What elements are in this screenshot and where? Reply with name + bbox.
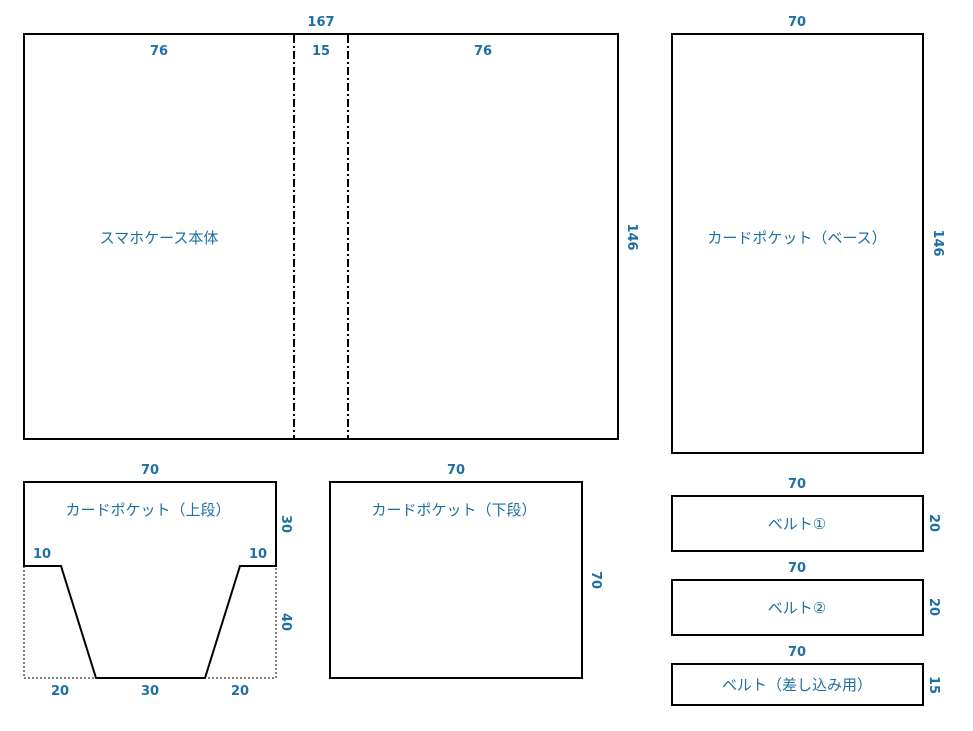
belt2-title: ベルト② — [768, 599, 826, 617]
body-left-panel-label: 76 — [150, 44, 168, 59]
card-base-title: カードポケット（ベース） — [707, 229, 886, 247]
card-upper-bottom-left-label: 20 — [51, 684, 69, 699]
body-spine-label: 15 — [312, 44, 330, 59]
belt-1: 70 20 ベルト① — [671, 477, 941, 552]
belt2-width-label: 70 — [788, 561, 806, 576]
card-upper-bottom-middle-label: 30 — [141, 684, 159, 699]
card-lower-outline — [329, 481, 583, 679]
card-upper-width-label: 70 — [141, 463, 159, 478]
belt1-outline — [671, 495, 924, 552]
card-base-width-label: 70 — [788, 15, 806, 30]
card-pocket-upper: 70 カードポケット（上段） 10 10 30 40 20 30 20 — [23, 463, 293, 699]
card-base-height-label: 146 — [930, 229, 945, 256]
card-upper-title: カードポケット（上段） — [65, 501, 230, 519]
card-upper-outline — [23, 481, 277, 679]
card-upper-cut-height-label: 40 — [278, 613, 293, 631]
belt2-height-label: 20 — [926, 598, 941, 616]
card-upper-bottom-right-label: 20 — [231, 684, 249, 699]
belt2-outline — [671, 579, 924, 636]
belt3-height-label: 15 — [926, 676, 941, 694]
belt1-height-label: 20 — [926, 514, 941, 532]
card-lower-width-label: 70 — [447, 463, 465, 478]
card-pocket-base: 70 146 カードポケット（ベース） — [671, 15, 945, 454]
belt3-width-label: 70 — [788, 645, 806, 660]
card-upper-right-tab-label: 10 — [249, 547, 267, 562]
body-width-label: 167 — [307, 15, 334, 30]
body-right-panel-label: 76 — [474, 44, 492, 59]
card-upper-cut-guide — [23, 566, 277, 679]
belt3-outline — [671, 663, 924, 706]
body-piece-title: スマホケース本体 — [100, 229, 219, 247]
card-lower-height-label: 70 — [588, 571, 603, 589]
card-upper-top-height-label: 30 — [278, 515, 293, 533]
body-piece-outline — [23, 33, 619, 440]
body-height-label: 146 — [624, 223, 639, 250]
belt1-width-label: 70 — [788, 477, 806, 492]
body-piece: 167 76 15 76 146 スマホケース本体 — [23, 15, 639, 440]
belt1-title: ベルト① — [768, 515, 826, 533]
card-pocket-lower: 70 70 カードポケット（下段） — [329, 463, 603, 679]
card-base-outline — [671, 33, 924, 454]
belt-2: 70 20 ベルト② — [671, 561, 941, 636]
belt3-title: ベルト（差し込み用） — [722, 676, 872, 694]
card-upper-left-tab-label: 10 — [33, 547, 51, 562]
card-lower-title: カードポケット（下段） — [371, 501, 536, 519]
belt-3: 70 15 ベルト（差し込み用） — [671, 645, 941, 706]
